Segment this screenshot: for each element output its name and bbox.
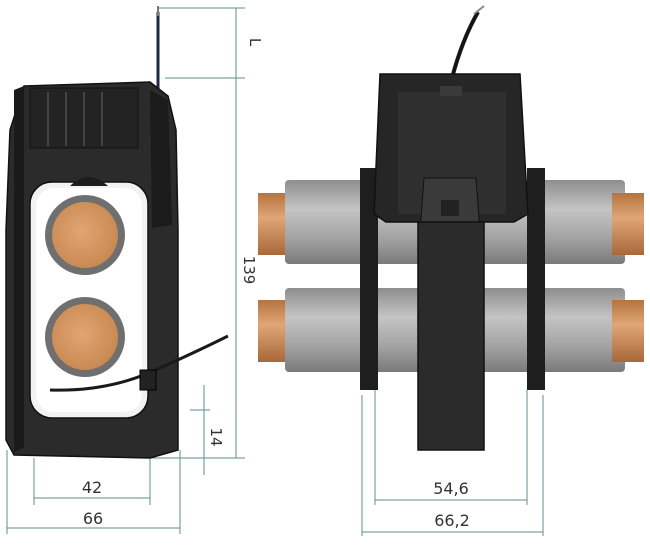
dim-height: 139	[240, 256, 258, 285]
front-view: L 139 14 42 66	[5, 6, 264, 534]
dim-inner-width: 54,6	[433, 479, 469, 498]
front-dimension-lines	[6, 7, 245, 534]
dim-body-width: 66	[83, 509, 103, 528]
side-stem	[417, 221, 485, 451]
dim-bottom-offset: 14	[207, 427, 225, 446]
side-dimension-lines	[361, 390, 544, 536]
side-view: 54,6 66,2	[258, 5, 644, 536]
dim-outer-width: 66,2	[434, 511, 470, 530]
front-conductor-top	[45, 195, 125, 275]
dim-window-width: 42	[82, 478, 102, 497]
dim-wire-length: L	[246, 38, 264, 47]
front-conductor-bottom	[45, 297, 125, 377]
side-clamp-right	[527, 168, 545, 390]
side-lead-wire	[450, 11, 480, 79]
front-tie-wire	[49, 334, 229, 392]
side-clamp-left	[360, 168, 378, 390]
